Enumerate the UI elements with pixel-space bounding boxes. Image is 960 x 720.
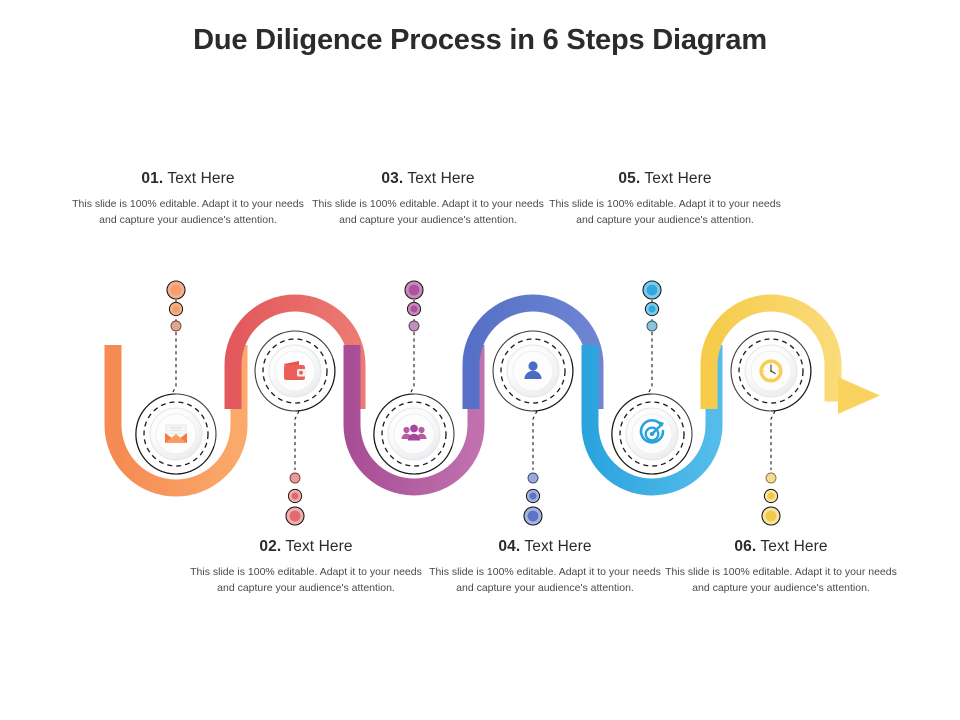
envelope-icon	[165, 424, 187, 443]
people-group-icon	[401, 424, 427, 441]
step-icon-node-04[interactable]	[492, 330, 574, 412]
step-label-02: Text Here	[285, 538, 353, 555]
step-number-04: 04.	[498, 538, 521, 555]
step-icon-node-06[interactable]	[730, 330, 812, 412]
step-block-01[interactable]: 01. Text Here This slide is 100% editabl…	[68, 170, 308, 228]
step-label-06: Text Here	[760, 538, 828, 555]
step-heading-02: 02. Text Here	[186, 538, 426, 556]
connector-04	[523, 410, 543, 526]
step-icon-node-02[interactable]	[254, 330, 336, 412]
step-label-04: Text Here	[524, 538, 592, 555]
step-label-05: Text Here	[644, 170, 712, 187]
step-heading-03: 03. Text Here	[308, 170, 548, 188]
step-block-06[interactable]: 06. Text Here This slide is 100% editabl…	[661, 538, 901, 596]
step-heading-06: 06. Text Here	[661, 538, 901, 556]
step-heading-04: 04. Text Here	[425, 538, 665, 556]
step-number-05: 05.	[618, 170, 641, 187]
step-block-05[interactable]: 05. Text Here This slide is 100% editabl…	[545, 170, 785, 228]
step-number-01: 01.	[141, 170, 164, 187]
step-icon-node-03[interactable]	[373, 393, 455, 475]
user-icon	[524, 361, 542, 379]
step-body-02: This slide is 100% editable. Adapt it to…	[190, 566, 422, 594]
step-body-04: This slide is 100% editable. Adapt it to…	[429, 566, 661, 594]
step-block-04[interactable]: 04. Text Here This slide is 100% editabl…	[425, 538, 665, 596]
process-arrowhead	[838, 377, 880, 414]
connector-02	[285, 410, 305, 526]
step-heading-01: 01. Text Here	[68, 170, 308, 188]
step-body-03: This slide is 100% editable. Adapt it to…	[312, 198, 544, 226]
target-icon	[639, 419, 665, 444]
ribbon-segment-05	[581, 345, 723, 496]
page-title: Due Diligence Process in 6 Steps Diagram	[193, 24, 767, 56]
connector-05	[642, 280, 662, 395]
step-icon-node-01[interactable]	[135, 393, 217, 475]
ribbon-segment-02	[224, 294, 366, 409]
step-body-01: This slide is 100% editable. Adapt it to…	[72, 198, 304, 226]
step-label-03: Text Here	[407, 170, 475, 187]
step-label-01: Text Here	[167, 170, 235, 187]
ribbon-segment-06	[700, 294, 880, 414]
ribbon-segment-01	[104, 345, 248, 497]
step-icon-node-05[interactable]	[611, 393, 693, 475]
ribbon-segment-03	[343, 345, 485, 496]
step-number-02: 02.	[259, 538, 282, 555]
step-body-05: This slide is 100% editable. Adapt it to…	[549, 198, 781, 226]
step-heading-05: 05. Text Here	[545, 170, 785, 188]
step-number-03: 03.	[381, 170, 404, 187]
connector-03	[404, 280, 424, 395]
step-block-02[interactable]: 02. Text Here This slide is 100% editabl…	[186, 538, 426, 596]
wallet-icon	[284, 361, 306, 380]
step-block-03[interactable]: 03. Text Here This slide is 100% editabl…	[308, 170, 548, 228]
connector-06	[761, 410, 781, 526]
connector-01	[166, 280, 186, 395]
step-body-06: This slide is 100% editable. Adapt it to…	[665, 566, 897, 594]
step-number-06: 06.	[734, 538, 757, 555]
ribbon-segment-04	[462, 294, 604, 409]
clock-icon	[759, 359, 783, 383]
